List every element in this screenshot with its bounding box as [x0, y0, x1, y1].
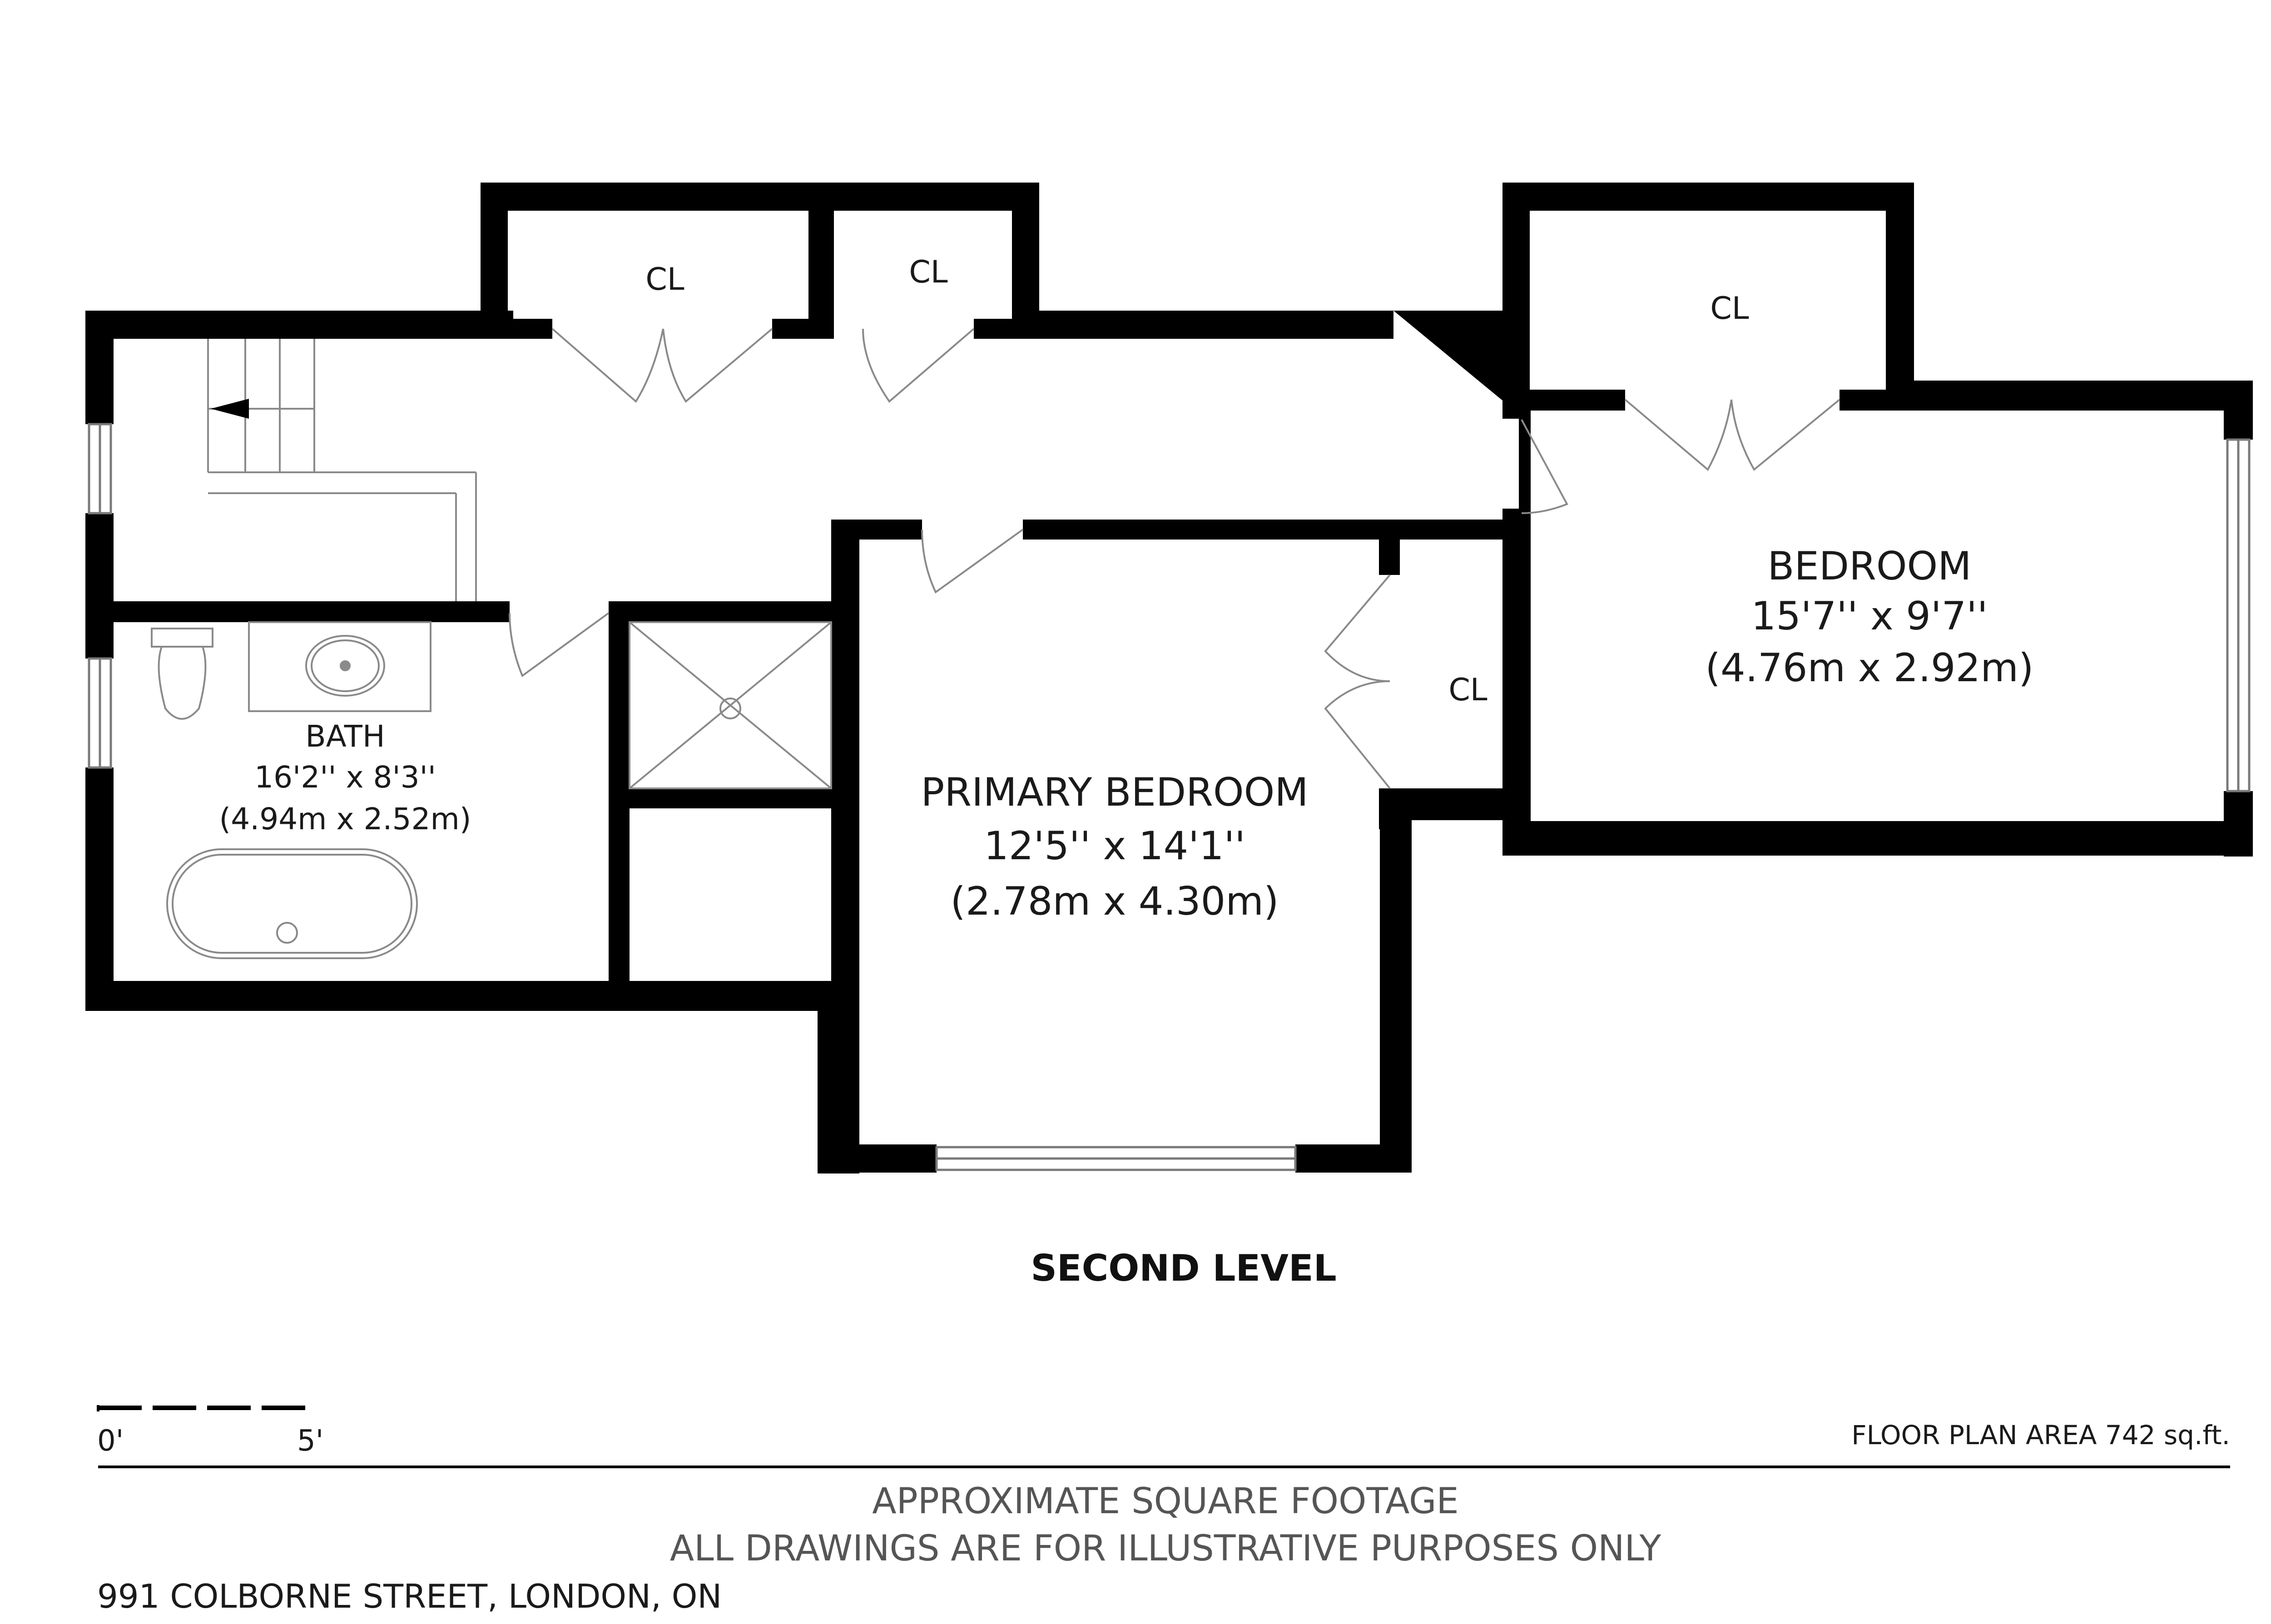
- floor-plan-area: FLOOR PLAN AREA 742 sq.ft.: [1851, 1420, 2230, 1451]
- wall: [1379, 539, 1400, 575]
- door-swing: [921, 529, 1024, 594]
- door-swing: [662, 328, 773, 403]
- sink-icon: [305, 635, 385, 697]
- wall: [609, 788, 859, 808]
- wall: [1886, 183, 1914, 401]
- wall: [609, 601, 859, 622]
- wall: [85, 513, 114, 659]
- bathtub-icon: [166, 848, 418, 959]
- room-dim-imperial: 16'2'' x 8'3'': [254, 760, 436, 795]
- closet-label: CL: [645, 262, 684, 297]
- disclaimer-line-1: APPROXIMATE SQUARE FOOTAGE: [872, 1481, 1458, 1522]
- wall: [1380, 788, 1412, 1173]
- door-swing: [509, 612, 610, 678]
- door-swing: [862, 328, 975, 403]
- wall: [1380, 788, 1516, 820]
- room-dim-metric: (4.76m x 2.92m): [1705, 645, 2033, 691]
- door-swing: [1324, 574, 1391, 682]
- wall: [772, 319, 834, 339]
- wall: [507, 319, 552, 339]
- wall: [1023, 520, 1531, 540]
- wall: [1502, 183, 1914, 211]
- wall: [481, 183, 1039, 211]
- watermark: COLDWELL BANKER POWER REALTY, Brokerage: [744, 1571, 1563, 1611]
- wall: [85, 311, 114, 424]
- level-title: SECOND LEVEL: [1031, 1247, 1336, 1289]
- tub-drain-icon: [276, 922, 298, 944]
- wall: [1012, 183, 1039, 339]
- room-name-bedroom: BEDROOM: [1768, 544, 1972, 589]
- wall: [1379, 788, 1400, 829]
- door-swing: [1731, 399, 1840, 471]
- wall: [114, 601, 510, 622]
- wall: [85, 767, 114, 1011]
- wall: [1502, 821, 2253, 856]
- wall: [1295, 1144, 1412, 1173]
- bath-fixtures: [151, 621, 832, 959]
- scale-start-label: 0': [97, 1424, 124, 1458]
- wall: [1393, 311, 1522, 409]
- room-dim-metric: (2.78m x 4.30m): [950, 879, 1279, 924]
- room-dim-imperial: 15'7'' x 9'7'': [1751, 594, 1988, 639]
- toilet-tank-icon: [151, 628, 213, 648]
- wall: [1886, 381, 2253, 411]
- closet-label: CL: [1710, 291, 1749, 327]
- door-swing: [551, 328, 664, 403]
- wall: [974, 319, 1012, 339]
- room-name-primary-bedroom: PRIMARY BEDROOM: [921, 770, 1308, 815]
- address: 991 COLBORNE STREET, LONDON, ON: [97, 1577, 722, 1615]
- wall: [1039, 311, 1393, 339]
- wall: [1502, 183, 1530, 419]
- shower: [629, 621, 832, 789]
- wall: [818, 992, 859, 1173]
- vanity: [248, 621, 431, 712]
- wall: [808, 183, 834, 319]
- wall: [2224, 381, 2253, 440]
- windows: [88, 423, 2251, 1171]
- staircase: [207, 339, 477, 601]
- room-dim-metric: (4.94m x 2.52m): [219, 802, 471, 837]
- closet-label: CL: [1448, 672, 1487, 708]
- scale-bar: [97, 1405, 316, 1411]
- door-swing: [1624, 399, 1732, 471]
- walls: [85, 183, 2253, 1173]
- toilet-icon: [158, 646, 207, 720]
- wall: [630, 808, 860, 814]
- door-swing: [1324, 680, 1391, 789]
- shower-drain-icon: [719, 698, 741, 719]
- closet-label: CL: [909, 254, 947, 290]
- wall: [1530, 390, 1625, 411]
- wall: [85, 981, 859, 1011]
- wall: [818, 1144, 937, 1173]
- room-name-bath: BATH: [305, 719, 385, 754]
- door-swing: [1521, 419, 1568, 514]
- room-dim-imperial: 12'5'' x 14'1'': [984, 823, 1245, 869]
- scale-end-label: 5': [297, 1424, 323, 1458]
- wall: [85, 311, 513, 339]
- disclaimer-line-2: ALL DRAWINGS ARE FOR ILLUSTRATIVE PURPOS…: [670, 1528, 1661, 1569]
- stair-arrow-icon: [211, 399, 249, 419]
- doors: [509, 328, 1840, 789]
